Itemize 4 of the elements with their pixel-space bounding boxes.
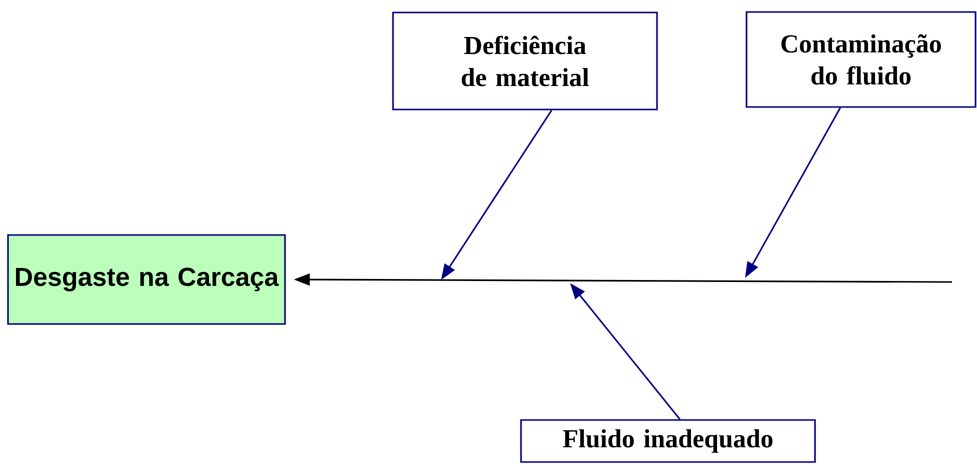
effect-box: Desgaste na Carcaça xyxy=(7,234,286,325)
cause-box: Fluido inadequado xyxy=(520,419,816,463)
cause-box: Deficiência de material xyxy=(392,12,658,110)
cause-box: Contaminação do fluido xyxy=(746,11,976,108)
